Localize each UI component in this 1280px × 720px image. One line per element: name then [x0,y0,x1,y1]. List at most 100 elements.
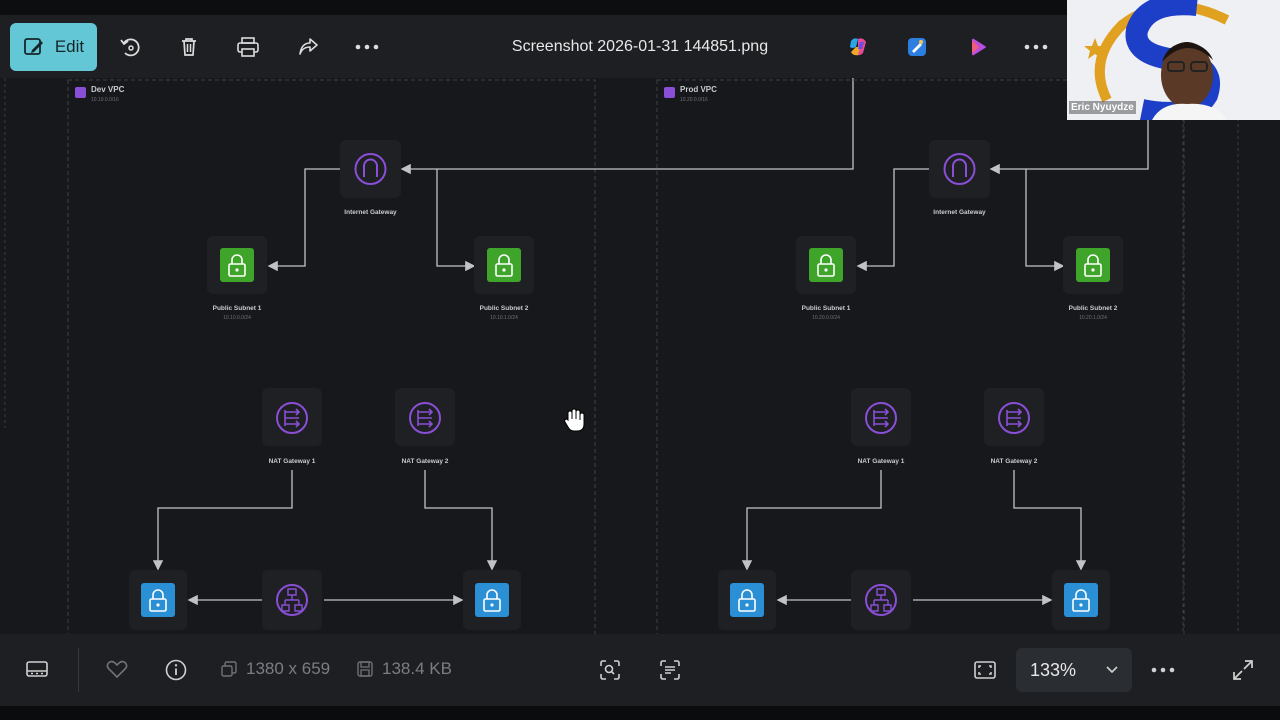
prod-subnet1-cidr: 10.20.0.0/24 [812,315,840,321]
rotate-button[interactable] [112,29,148,65]
heart-icon [106,660,128,679]
text-scan-icon [660,660,680,680]
connector-line [741,470,882,571]
vpc-icon [75,87,86,98]
dev-igw-label: Internet Gateway [344,209,397,216]
image-size-icon [221,661,237,677]
top-strip [0,0,1280,15]
zoom-level: 133% [1030,659,1077,680]
dev-nat1-label: NAT Gateway 1 [269,458,316,465]
copilot-icon [850,38,866,56]
private-subnet-icon [141,583,175,617]
clipchamp-button[interactable] [960,29,996,65]
public-subnet-icon [487,248,521,282]
filmstrip-button[interactable] [25,658,49,680]
visual-search-button[interactable] [598,658,622,682]
designer-button[interactable] [899,29,935,65]
clipchamp-icon [972,38,986,56]
divider [78,648,79,692]
dev-nat2-label: NAT Gateway 2 [402,458,449,465]
prod-subnet2-label: Public Subnet 2 [1069,305,1118,312]
dev-vpc-boundary [67,79,596,634]
image-canvas[interactable]: Dev VPC 10.10.0.0/16 Internet Gateway Pu… [0,78,1280,634]
prod-igw-label: Internet Gateway [933,209,986,216]
nat-gateway-icon [865,402,897,434]
printer-icon [237,37,259,57]
connector-line [267,168,340,272]
private-subnet-icon [730,583,764,617]
chevron-down-icon [1106,666,1118,674]
filesize-info: 138.4 KB [356,659,452,679]
internet-gateway-icon [354,153,387,185]
expand-icon [1233,660,1253,680]
presenter-name: Eric Nyuydze [1069,101,1136,114]
connector-line [989,118,1149,175]
igw-tile [340,140,401,198]
favorite-button[interactable] [105,658,129,680]
file-size: 138.4 KB [382,659,452,678]
file-title: Screenshot 2026-01-31 144851.png [511,38,769,55]
zoom-dropdown[interactable]: 133% [1016,648,1132,692]
rotate-icon [120,38,140,57]
copilot-button[interactable] [840,29,876,65]
dev-subnet2-cidr: 10.10.1.0/24 [490,315,518,321]
dev-subnet1-cidr: 10.10.0.0/24 [223,315,251,321]
connector-line [856,168,929,272]
more-apps-button[interactable] [1018,29,1054,65]
connector-line [152,470,293,571]
info-icon [165,659,187,681]
fullscreen-button[interactable] [1231,658,1255,682]
print-button[interactable] [230,29,266,65]
edit-button[interactable]: Edit [10,23,97,71]
connector-line [1025,169,1065,272]
bottom-strip [0,706,1280,720]
dev-vpc-cidr: 10.10.0.0/16 [91,97,119,103]
connector-line [1013,470,1087,571]
delete-button[interactable] [171,29,207,65]
more-horizontal-icon [1151,667,1175,673]
aws-diagram: Dev VPC 10.10.0.0/16 Internet Gateway Pu… [4,78,1239,634]
presenter-face [1161,42,1213,108]
more-options-button[interactable] [349,29,385,65]
viewer-toolbar: Edit Screenshot 2026-01-31 144851.png [0,15,1280,78]
edit-image-icon [23,38,43,55]
public-subnet-icon [809,248,843,282]
dev-vpc-name: Dev VPC [91,85,125,94]
nat-gateway-icon [998,402,1030,434]
load-balancer-icon [865,584,897,616]
nat-gateway-icon [409,402,441,434]
dev-vpc-group: Dev VPC 10.10.0.0/16 Internet Gateway Pu… [67,78,854,634]
connector-line [436,169,476,272]
info-button[interactable] [164,658,188,682]
prod-vpc-group: Prod VPC 10.20.0.0/16 Internet Gateway P… [656,79,1185,634]
prod-subnet1-label: Public Subnet 1 [802,305,851,312]
edit-label: Edit [54,37,85,56]
dimensions-info: 1380 x 659 [220,659,330,679]
nat-gateway-icon [276,402,308,434]
private-subnet-icon [475,583,509,617]
share-icon [299,38,318,55]
public-subnet-icon [1076,248,1110,282]
private-subnet-icon [1064,583,1098,617]
more-horizontal-icon [1024,44,1048,50]
image-dimensions: 1380 x 659 [246,659,331,678]
share-button[interactable] [290,29,326,65]
filmstrip-icon [26,661,48,677]
dev-subnet1-label: Public Subnet 1 [213,305,262,312]
public-subnet-icon [220,248,254,282]
save-disk-icon [357,661,373,677]
trash-icon [182,38,196,56]
more-bottom-button[interactable] [1151,667,1175,673]
extract-text-button[interactable] [658,658,682,682]
prod-nat2-label: NAT Gateway 2 [991,458,1038,465]
fit-to-window-button[interactable] [973,658,997,682]
prod-vpc-boundary [656,79,1185,634]
vpc-icon [664,87,675,98]
fit-window-icon [974,661,996,679]
hand-cursor-icon [564,408,585,432]
dev-subnet2-label: Public Subnet 2 [480,305,529,312]
more-horizontal-icon [355,44,379,50]
prod-vpc-cidr: 10.20.0.0/16 [680,97,708,103]
load-balancer-icon [276,584,308,616]
connector-line [400,78,854,175]
